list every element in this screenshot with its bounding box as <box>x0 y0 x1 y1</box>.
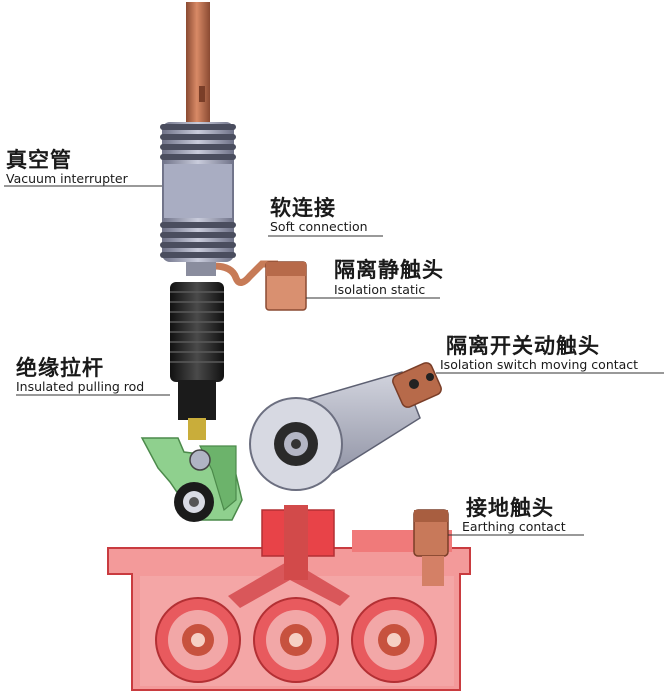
top-copper-rod <box>186 2 210 124</box>
isolation-static-label-zh: 隔离静触头 <box>334 258 444 282</box>
earthing-contact-label-en: Earthing contact <box>462 519 566 534</box>
soft-connection-label-en: Soft connection <box>270 219 368 234</box>
isolation-static-label-en: Isolation static <box>334 282 426 297</box>
isolation-moving-label-en: Isolation switch moving contact <box>440 357 639 372</box>
soft-connection-strap <box>188 260 278 286</box>
pulling-rod-label-en: Insulated pulling rod <box>16 379 145 394</box>
earthing-contact <box>413 509 449 586</box>
insulated-pulling-rod <box>170 282 224 440</box>
isolation-static-contact <box>265 261 307 311</box>
soft-connection-label-zh: 软连接 <box>270 196 336 220</box>
vacuum-interrupter-label-en: Vacuum interrupter <box>6 171 128 186</box>
earthing-contact-label-zh: 接地触头 <box>466 496 554 520</box>
pulling-rod-label-zh: 绝缘拉杆 <box>16 356 104 380</box>
operating-mechanism <box>140 437 243 522</box>
isolation-moving-contact-arm <box>249 362 442 491</box>
isolation-moving-label-zh: 隔离开关动触头 <box>446 334 600 358</box>
vacuum-interrupter <box>160 122 236 262</box>
terminal-bushings <box>155 597 437 683</box>
housing-base <box>107 505 471 691</box>
vacuum-interrupter-label-zh: 真空管 <box>6 148 72 172</box>
